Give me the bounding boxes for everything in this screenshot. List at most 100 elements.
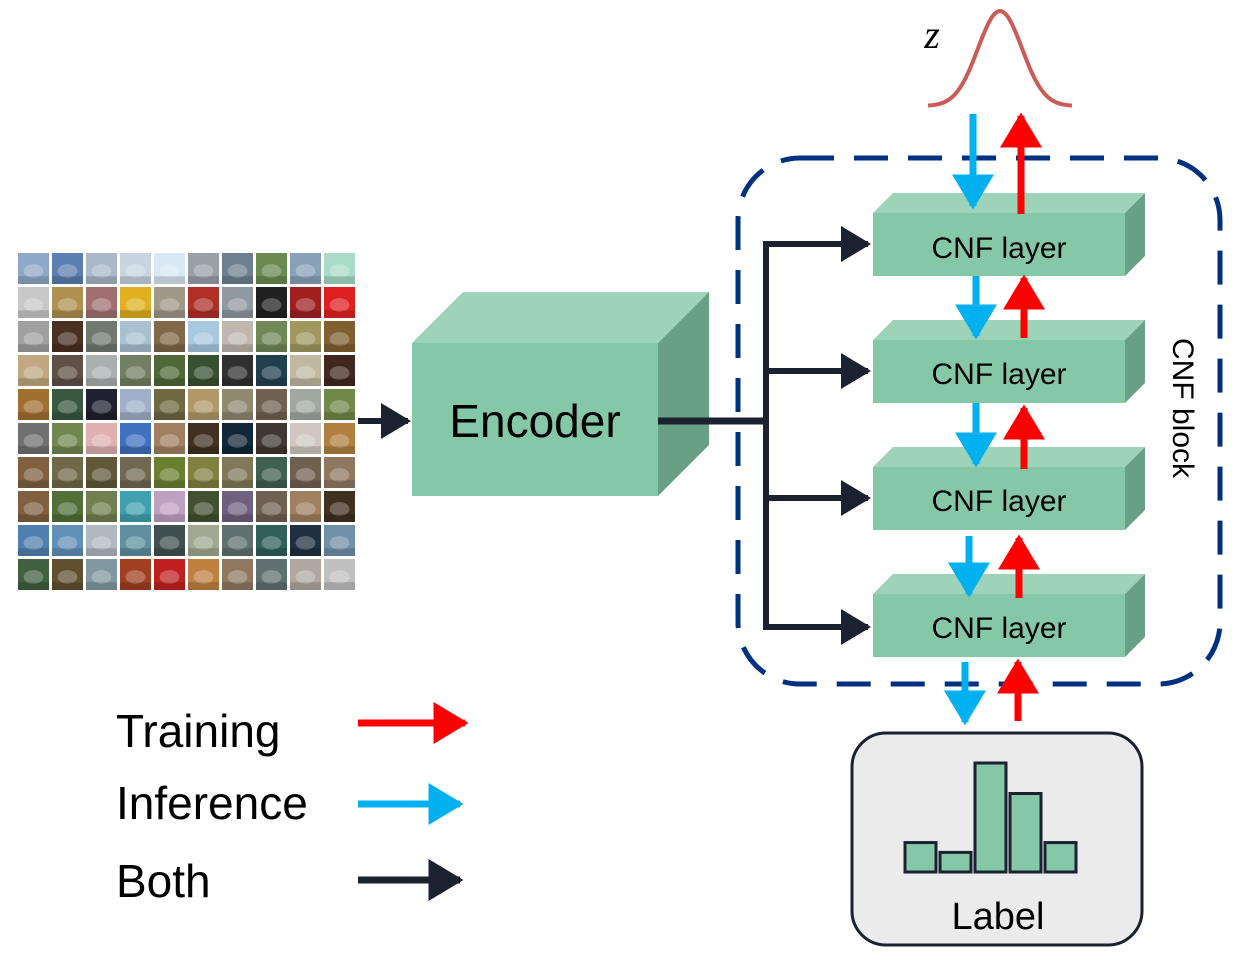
cnf-layer-top-face	[873, 447, 1145, 467]
histogram-bar	[903, 841, 938, 874]
legend-label-both: Both	[116, 855, 211, 907]
image-thumbnail-airplane	[120, 253, 151, 284]
image-thumbnail-automobile	[18, 287, 49, 318]
image-thumbnail-airplane	[18, 253, 49, 284]
image-thumbnail-cat	[154, 355, 185, 386]
image-thumbnail-truck	[256, 559, 287, 590]
histogram-bar	[1008, 792, 1043, 874]
image-thumbnail-ship	[18, 525, 49, 556]
image-thumbnail-horse	[256, 491, 287, 522]
cnf-layer-side-face	[1125, 193, 1145, 276]
image-thumbnail-automobile	[86, 287, 117, 318]
image-thumbnail-bird	[154, 321, 185, 352]
cnf-layer-4: CNF layer	[873, 574, 1145, 657]
cnf-layer-3: CNF layer	[873, 447, 1145, 530]
image-thumbnail-truck	[222, 559, 253, 590]
legend-label-inference: Inference	[116, 777, 308, 829]
image-thumbnail-bird	[222, 321, 253, 352]
image-thumbnail-horse	[188, 491, 219, 522]
image-thumbnail-truck	[52, 559, 83, 590]
image-thumbnail-truck	[86, 559, 117, 590]
label-output-box: Label	[850, 731, 1144, 947]
cnf-layer-front-face	[873, 467, 1125, 530]
image-thumbnail-frog	[222, 457, 253, 488]
image-thumbnail-deer	[256, 389, 287, 420]
image-thumbnail-truck	[188, 559, 219, 590]
image-thumbnail-cat	[324, 355, 355, 386]
image-thumbnail-ship	[222, 525, 253, 556]
image-thumbnail-deer	[86, 389, 117, 420]
image-thumbnail-airplane	[154, 253, 185, 284]
image-thumbnail-dog	[52, 423, 83, 454]
label-box-text: Label	[952, 896, 1045, 938]
image-thumbnail-dog	[120, 423, 151, 454]
image-thumbnail-horse	[324, 491, 355, 522]
legend: Training Inference Both	[116, 702, 469, 907]
image-thumbnail-deer	[18, 389, 49, 420]
image-thumbnail-airplane	[52, 253, 83, 284]
image-thumbnail-cat	[290, 355, 321, 386]
image-thumbnail-horse	[86, 491, 117, 522]
image-thumbnail-dog	[86, 423, 117, 454]
image-thumbnail-bird	[86, 321, 117, 352]
cnf-layer-side-face	[1125, 320, 1145, 403]
image-thumbnail-ship	[290, 525, 321, 556]
image-thumbnail-dog	[324, 423, 355, 454]
image-thumbnail-bird	[188, 321, 219, 352]
image-thumbnail-frog	[154, 457, 185, 488]
image-thumbnail-automobile	[188, 287, 219, 318]
encoder-side-face	[658, 292, 709, 496]
image-thumbnail-ship	[256, 525, 287, 556]
image-thumbnail-automobile	[222, 287, 253, 318]
image-thumbnail-airplane	[256, 253, 287, 284]
cnf-layer-top-face	[873, 193, 1145, 213]
image-thumbnail-deer	[154, 389, 185, 420]
image-thumbnail-cat	[188, 355, 219, 386]
image-thumbnail-frog	[256, 457, 287, 488]
image-thumbnail-horse	[290, 491, 321, 522]
cnf-layer-side-face	[1125, 574, 1145, 657]
cnf-layer-front-face	[873, 594, 1125, 657]
image-thumbnail-frog	[324, 457, 355, 488]
image-thumbnail-ship	[188, 525, 219, 556]
image-thumbnail-automobile	[52, 287, 83, 318]
image-thumbnail-airplane	[222, 253, 253, 284]
image-thumbnail-ship	[154, 525, 185, 556]
image-thumbnail-automobile	[154, 287, 185, 318]
image-thumbnail-bird	[18, 321, 49, 352]
cnf-block-boundary	[735, 155, 1223, 687]
encoder-front-face	[412, 343, 658, 496]
label-histogram	[903, 761, 1078, 874]
image-thumbnail-dog	[290, 423, 321, 454]
image-thumbnail-horse	[222, 491, 253, 522]
image-thumbnail-bird	[120, 321, 151, 352]
cnf-layer-label: CNF layer	[931, 612, 1066, 645]
image-thumbnail-frog	[86, 457, 117, 488]
image-thumbnail-ship	[52, 525, 83, 556]
image-thumbnail-frog	[18, 457, 49, 488]
image-thumbnail-cat	[18, 355, 49, 386]
image-thumbnail-bird	[256, 321, 287, 352]
encoder-box: Encoder	[412, 292, 709, 496]
encoder-label: Encoder	[449, 395, 620, 447]
image-thumbnail-automobile	[324, 287, 355, 318]
image-thumbnail-truck	[290, 559, 321, 590]
image-thumbnail-airplane	[86, 253, 117, 284]
cnf-layer-label: CNF layer	[931, 358, 1066, 391]
image-thumbnail-truck	[120, 559, 151, 590]
cnf-layer-front-face	[873, 213, 1125, 276]
histogram-bar	[973, 761, 1008, 874]
cnf-layer-2: CNF layer	[873, 320, 1145, 403]
image-thumbnail-cat	[86, 355, 117, 386]
cnf-layer-side-face	[1125, 447, 1145, 530]
cnf-layer-top-face	[873, 320, 1145, 340]
image-thumbnail-bird	[324, 321, 355, 352]
image-thumbnail-ship	[86, 525, 117, 556]
image-thumbnail-cat	[222, 355, 253, 386]
image-thumbnail-dog	[18, 423, 49, 454]
gaussian-curve	[927, 8, 1073, 108]
image-thumbnail-truck	[18, 559, 49, 590]
image-thumbnail-horse	[154, 491, 185, 522]
cnf-block-label: CNF block	[1166, 338, 1199, 479]
